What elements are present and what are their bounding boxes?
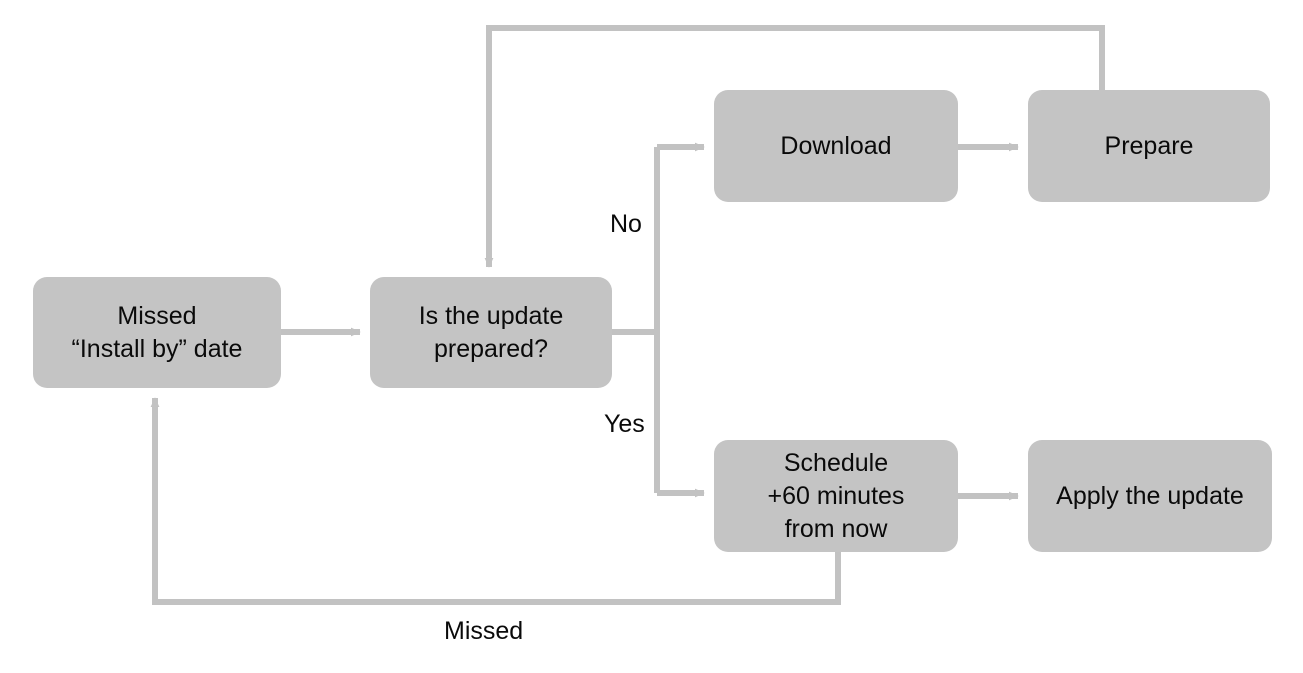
edge-prepare-loop-to-decision bbox=[484, 25, 1105, 268]
node-download[interactable]: Download bbox=[714, 90, 958, 202]
node-schedule-60-minutes[interactable]: Schedule +60 minutes from now bbox=[714, 440, 958, 552]
node-is-the-update-prepared[interactable]: Is the update prepared? bbox=[370, 277, 612, 388]
node-prepare[interactable]: Prepare bbox=[1028, 90, 1270, 202]
edge-decision-split bbox=[612, 147, 660, 493]
edge-label-no: No bbox=[610, 210, 642, 238]
node-apply-the-update[interactable]: Apply the update bbox=[1028, 440, 1272, 552]
node-missed-install-by-date[interactable]: Missed “Install by” date bbox=[33, 277, 281, 388]
edge-label-missed: Missed bbox=[444, 617, 524, 645]
edge-label-yes: Yes bbox=[604, 410, 645, 438]
edge-schedule-missed-to-start bbox=[150, 397, 841, 605]
